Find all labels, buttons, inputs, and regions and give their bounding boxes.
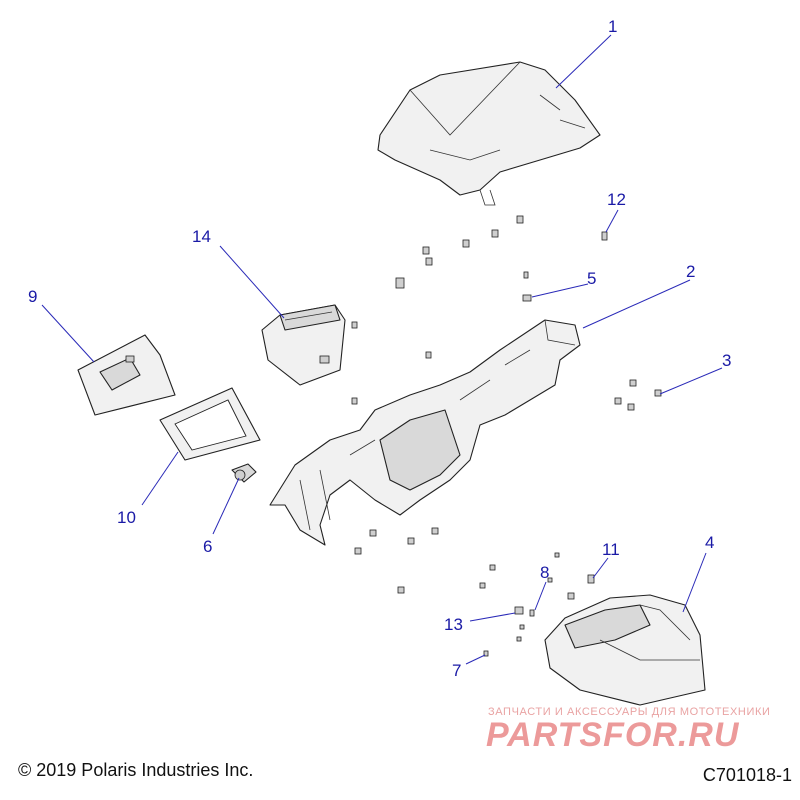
leader-5 xyxy=(531,283,589,298)
part-2-dash-panel xyxy=(269,319,581,546)
diagram-code: C701018-1 xyxy=(702,765,792,785)
callout-11: 11 xyxy=(602,540,620,559)
leader-6 xyxy=(212,477,240,535)
watermark-brand: PARTSFOR.RU xyxy=(486,716,740,754)
leader-1 xyxy=(555,34,612,89)
leader-14 xyxy=(219,245,285,319)
callout-14: 14 xyxy=(192,227,211,246)
copyright-text: © 2019 Polaris Industries Inc. xyxy=(18,760,254,780)
part-9-access-panel xyxy=(77,334,176,416)
callout-12: 12 xyxy=(607,190,626,209)
part-4-lower-tray xyxy=(544,594,706,706)
callout-13: 13 xyxy=(444,615,463,634)
leader-10 xyxy=(141,451,179,506)
callout-5: 5 xyxy=(587,269,596,288)
leader-8 xyxy=(534,581,547,611)
callout-1: 1 xyxy=(608,17,617,36)
part-14-storage-box xyxy=(261,304,346,386)
leader-13 xyxy=(469,612,516,622)
leader-2 xyxy=(582,279,691,329)
part-10-gasket xyxy=(159,387,261,461)
callout-labels: 1 2 3 4 5 6 7 8 9 10 11 12 13 14 xyxy=(28,17,731,680)
callout-2: 2 xyxy=(686,262,695,281)
leader-3 xyxy=(659,367,723,395)
callout-4: 4 xyxy=(705,533,714,552)
part-6-latch xyxy=(231,463,257,483)
leader-9 xyxy=(41,304,95,363)
callout-6: 6 xyxy=(203,537,212,556)
part-1-top-cover xyxy=(377,61,601,206)
leader-12 xyxy=(605,209,619,233)
fastener-hardware xyxy=(351,215,662,657)
leader-7 xyxy=(465,654,486,665)
callout-7: 7 xyxy=(452,661,461,680)
leader-11 xyxy=(592,557,609,579)
callout-3: 3 xyxy=(722,351,731,370)
callout-9: 9 xyxy=(28,287,37,306)
watermark-tagline: ЗАПЧАСТИ И АКСЕССУАРЫ ДЛЯ МОТОТЕХНИКИ xyxy=(488,706,771,718)
callout-8: 8 xyxy=(540,563,549,582)
callout-10: 10 xyxy=(117,508,136,527)
leader-lines xyxy=(41,34,723,665)
leader-4 xyxy=(682,552,707,613)
